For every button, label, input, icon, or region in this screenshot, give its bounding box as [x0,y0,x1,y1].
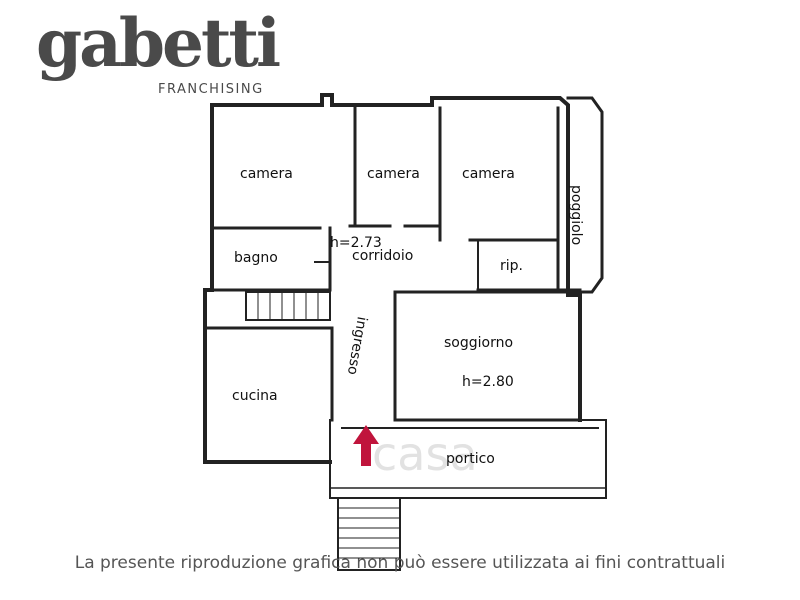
room-height-2: h=2.80 [462,374,514,390]
room-label-camera-1: camera [240,166,293,182]
room-label-ingresso: ingresso [344,315,370,376]
walls [203,93,607,571]
logo-subtitle: FRANCHISING [158,82,264,97]
room-label-corridoio: corridoio [352,248,413,264]
room-label-poggiolo: poggiolo [568,185,584,245]
disclaimer-text: La presente riproduzione grafica non può… [74,553,726,573]
room-label-cucina: cucina [232,388,278,404]
casa-watermark: casa [372,427,478,481]
entrance-arrow-icon [353,425,379,466]
stair-treads [257,292,400,559]
room-label-camera-3: camera [462,166,515,182]
gabetti-logo: gabetti FRANCHISING [36,4,281,104]
room-height-1: h=2.73 [330,235,382,251]
room-label-bagno: bagno [234,250,278,266]
room-label-soggiorno: soggiorno [444,335,513,351]
room-label-rip: rip. [500,258,523,274]
room-label-camera-2: camera [367,166,420,182]
room-label-portico: portico [446,451,495,467]
logo-wordmark: gabetti [36,4,281,82]
